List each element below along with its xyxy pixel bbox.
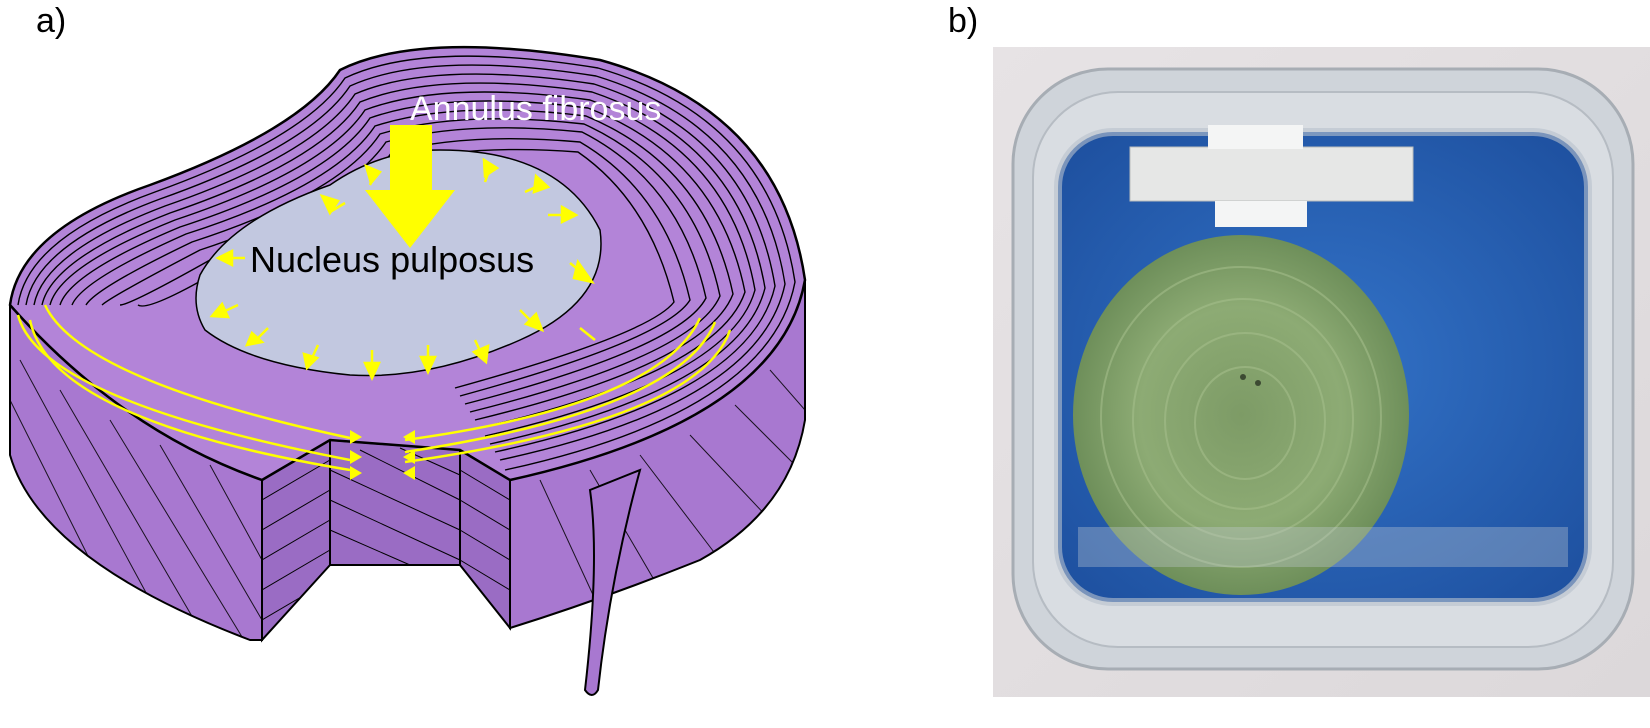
paper-strip [1129,146,1414,202]
disc-schematic: Annulus fibrosus Nucleus pulposus [8,45,807,696]
annulus-cut-section [261,438,511,643]
annulus-top-surface [8,45,807,482]
cut-arrow-heads [350,430,415,480]
tissue-sample [1073,235,1409,595]
nucleus-pulposus-label: Nucleus pulposus [250,239,534,280]
annulus-fibrosus-label: Annulus fibrosus [410,90,661,128]
radial-pressure-arrows [209,157,596,381]
peeled-lamella [583,468,642,696]
panel-label-a: a) [36,2,67,40]
yellow-fiber-lines [16,304,732,472]
panel-label-b: b) [948,2,979,40]
paper-tab-top [1208,125,1303,149]
nucleus-pulposus [195,149,602,377]
annulus-side-wall [9,279,806,641]
tissue-photo [993,47,1650,697]
load-arrow [365,125,455,248]
paper-tab-bottom [1215,201,1307,227]
